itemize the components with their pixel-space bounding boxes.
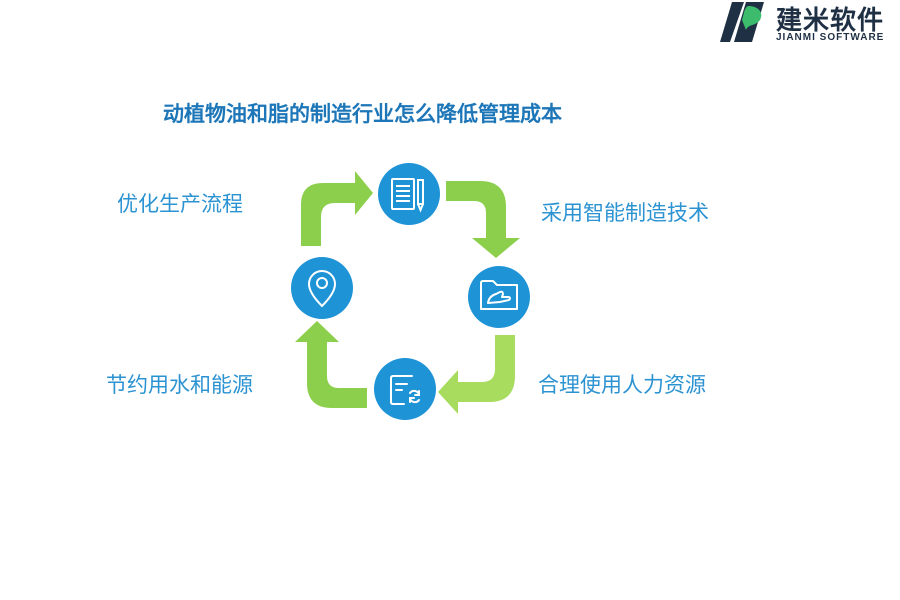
brand-mark-icon xyxy=(720,2,764,42)
arrow-bottom-right xyxy=(438,335,515,414)
node-right xyxy=(468,266,530,328)
step-label-save-water-energy: 节约用水和能源 xyxy=(106,373,253,397)
step-label-optimize-process: 优化生产流程 xyxy=(117,192,243,216)
arrow-top-right xyxy=(446,181,520,258)
document-pencil-icon xyxy=(391,178,424,213)
step-label-human-resources: 合理使用人力资源 xyxy=(538,373,706,397)
arrow-top-left xyxy=(301,171,373,246)
folder-hand-icon xyxy=(480,280,518,310)
brand-logo: 建米软件 JIANMI SOFTWARE xyxy=(710,0,900,48)
brand-name-en: JIANMI SOFTWARE xyxy=(776,32,885,43)
document-refresh-icon xyxy=(390,375,420,405)
node-bottom xyxy=(374,358,436,420)
node-top xyxy=(378,163,440,225)
location-pin-icon xyxy=(307,270,337,308)
page-title: 动植物油和脂的制造行业怎么降低管理成本 xyxy=(163,102,562,126)
step-label-smart-manufacturing: 采用智能制造技术 xyxy=(541,201,709,225)
node-left xyxy=(291,257,353,319)
brand-name-cn: 建米软件 xyxy=(776,6,885,36)
arrow-bottom-left xyxy=(295,321,367,408)
